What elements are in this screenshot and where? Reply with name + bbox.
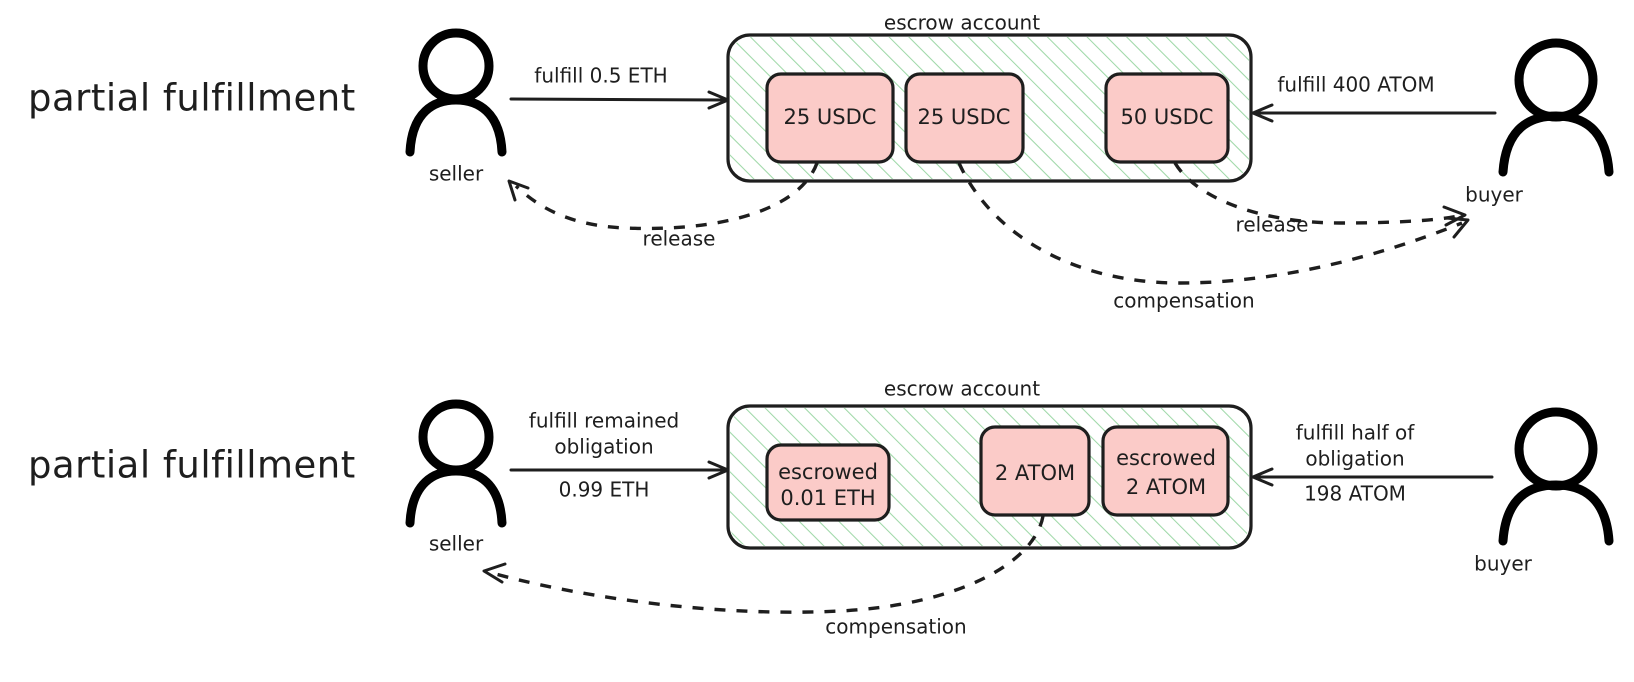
row-bottom-edge-seller-in-line2: obligation (554, 435, 653, 459)
row-bottom-edge-compensation (482, 515, 1045, 614)
row-top-edge-seller-in-label: fulfill 0.5 ETH (534, 64, 667, 88)
row-bottom-buyer-figure (1498, 407, 1614, 546)
row-top-seller-label: seller (429, 162, 484, 186)
row-bottom-item-1-line1: escrowed (778, 460, 878, 484)
row-top-title: partial fulfillment (28, 77, 356, 120)
row-top-item-1-label: 25 USDC (784, 105, 877, 129)
row-top-item-2[interactable]: 25 USDC (904, 72, 1025, 164)
row-bottom-seller-label: seller (429, 532, 484, 556)
row-top-edge-compensation-label: compensation (1113, 289, 1254, 313)
row-top-item-1[interactable]: 25 USDC (765, 72, 895, 164)
row-bottom-buyer-label: buyer (1474, 552, 1533, 576)
row-bottom-seller-figure (405, 399, 507, 528)
row-bottom-edge-seller-in-line1: fulfill remained (529, 409, 679, 433)
row-top-item-3-label: 50 USDC (1121, 105, 1214, 129)
row-bottom-item-1-line2: 0.01 ETH (780, 486, 875, 510)
row-top-escrow-label: escrow account (884, 11, 1040, 35)
row-bottom-escrow-label: escrow account (884, 377, 1040, 401)
row-bottom-edge-buyer-in-line3: 198 ATOM (1304, 482, 1406, 506)
row-bottom-item-3-line2: 2 ATOM (1126, 475, 1206, 499)
row-top-edge-release-seller-label: release (643, 227, 716, 251)
row-top-edge-release-buyer (1173, 162, 1467, 227)
row-bottom-item-2[interactable]: 2 ATOM (979, 425, 1091, 517)
row-bottom-item-3-line1: escrowed (1116, 446, 1216, 470)
row-top-edge-buyer-in-label: fulfill 400 ATOM (1277, 73, 1434, 97)
row-top-edge-release-buyer-label: release (1236, 213, 1309, 237)
row-top-buyer-figure (1498, 38, 1614, 177)
row-bottom-edge-compensation-label: compensation (825, 615, 966, 639)
row-bottom-item-1[interactable]: escrowed 0.01 ETH (765, 443, 891, 522)
row-bottom-edge-buyer-in-line1: fulfill half of (1296, 421, 1415, 445)
row-top-edge-seller-in (509, 90, 730, 110)
row-top-item-3[interactable]: 50 USDC (1104, 72, 1230, 164)
row-top-seller-figure (405, 28, 507, 157)
row-bottom-title: partial fulfillment (28, 444, 356, 487)
row-bottom-item-2-label: 2 ATOM (995, 461, 1075, 485)
row-bottom-item-3[interactable]: escrowed 2 ATOM (1101, 425, 1230, 517)
row-top-edge-buyer-in (1251, 103, 1497, 123)
row-top-edge-compensation (957, 162, 1470, 285)
row-top-item-2-label: 25 USDC (918, 105, 1011, 129)
row-bottom-edge-buyer-in-line2: obligation (1305, 447, 1404, 471)
row-bottom-edge-seller-in-line3: 0.99 ETH (559, 478, 650, 502)
row-bottom-edge-buyer-in (1251, 467, 1494, 487)
row-top-edge-release-seller (507, 162, 819, 231)
row-top-buyer-label: buyer (1465, 183, 1524, 207)
row-bottom-edge-seller-in (509, 460, 730, 480)
